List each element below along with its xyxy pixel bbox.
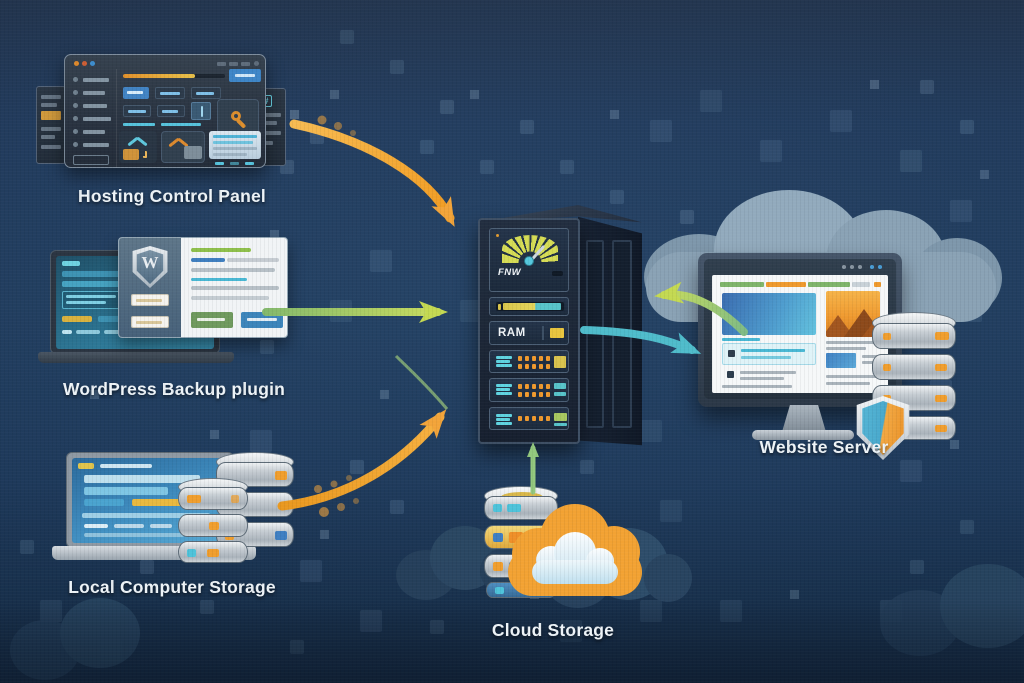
server-led-panel [489,378,569,402]
log-card [209,131,261,159]
plugin-button-blue [241,312,283,328]
server-gauge-panel: FNW [489,228,569,292]
label-local-computer-storage: Local Computer Storage [68,577,276,597]
wordpress-laptop-base [38,352,234,363]
label-cloud-storage: Cloud Storage [491,620,615,640]
hosting-sidebar [65,69,117,168]
arrow-hosting-to-server [289,119,455,227]
plugin-input-field [131,316,169,328]
hero-banner [722,293,816,335]
bottom-shade [0,598,1024,683]
hosting-control-panel-window [64,54,266,168]
folder-icon [123,149,139,160]
plugin-input-field [131,294,169,306]
window-dot-icon [90,61,95,66]
security-shield-icon [855,396,911,460]
backup-server-tower: FNW RAM [478,218,580,444]
label-website-server: Website Server [759,437,889,457]
gauge-label: FNW [498,267,522,278]
checkbox-panel [722,343,816,365]
wordpress-plugin-panel: W [118,237,288,338]
tools-tile [217,99,259,137]
panel-tile [191,102,211,120]
backup-tile [119,131,157,163]
server-ram-panel: RAM [489,321,569,345]
restore-tile [161,131,205,163]
arrow-local-to-server [277,409,447,511]
wrench-icon [229,109,247,129]
content-thumbnail [826,353,856,368]
wordpress-shield-icon: W [131,246,169,288]
monitor-base [752,430,854,440]
window-dot-icon [74,61,79,66]
label-wordpress-backup-plugin: WordPress Backup plugin [62,379,286,399]
ram-chip [550,328,564,338]
server-led-panel [489,407,569,430]
plugin-button-green [191,312,233,328]
server-side-face [578,216,642,446]
chevron-up-icon [127,133,148,149]
website-page [712,275,888,393]
label-hosting-control-panel: Hosting Control Panel [78,186,266,206]
window-dot-icon [82,61,87,66]
server-led-panel [489,350,569,373]
ram-label: RAM [498,327,526,339]
server-progress-panel [489,297,569,316]
monitor-stand [782,405,826,432]
hosting-primary-button [229,69,261,82]
chevron-up-icon [168,134,189,150]
hosting-side-panel-left [36,86,66,164]
